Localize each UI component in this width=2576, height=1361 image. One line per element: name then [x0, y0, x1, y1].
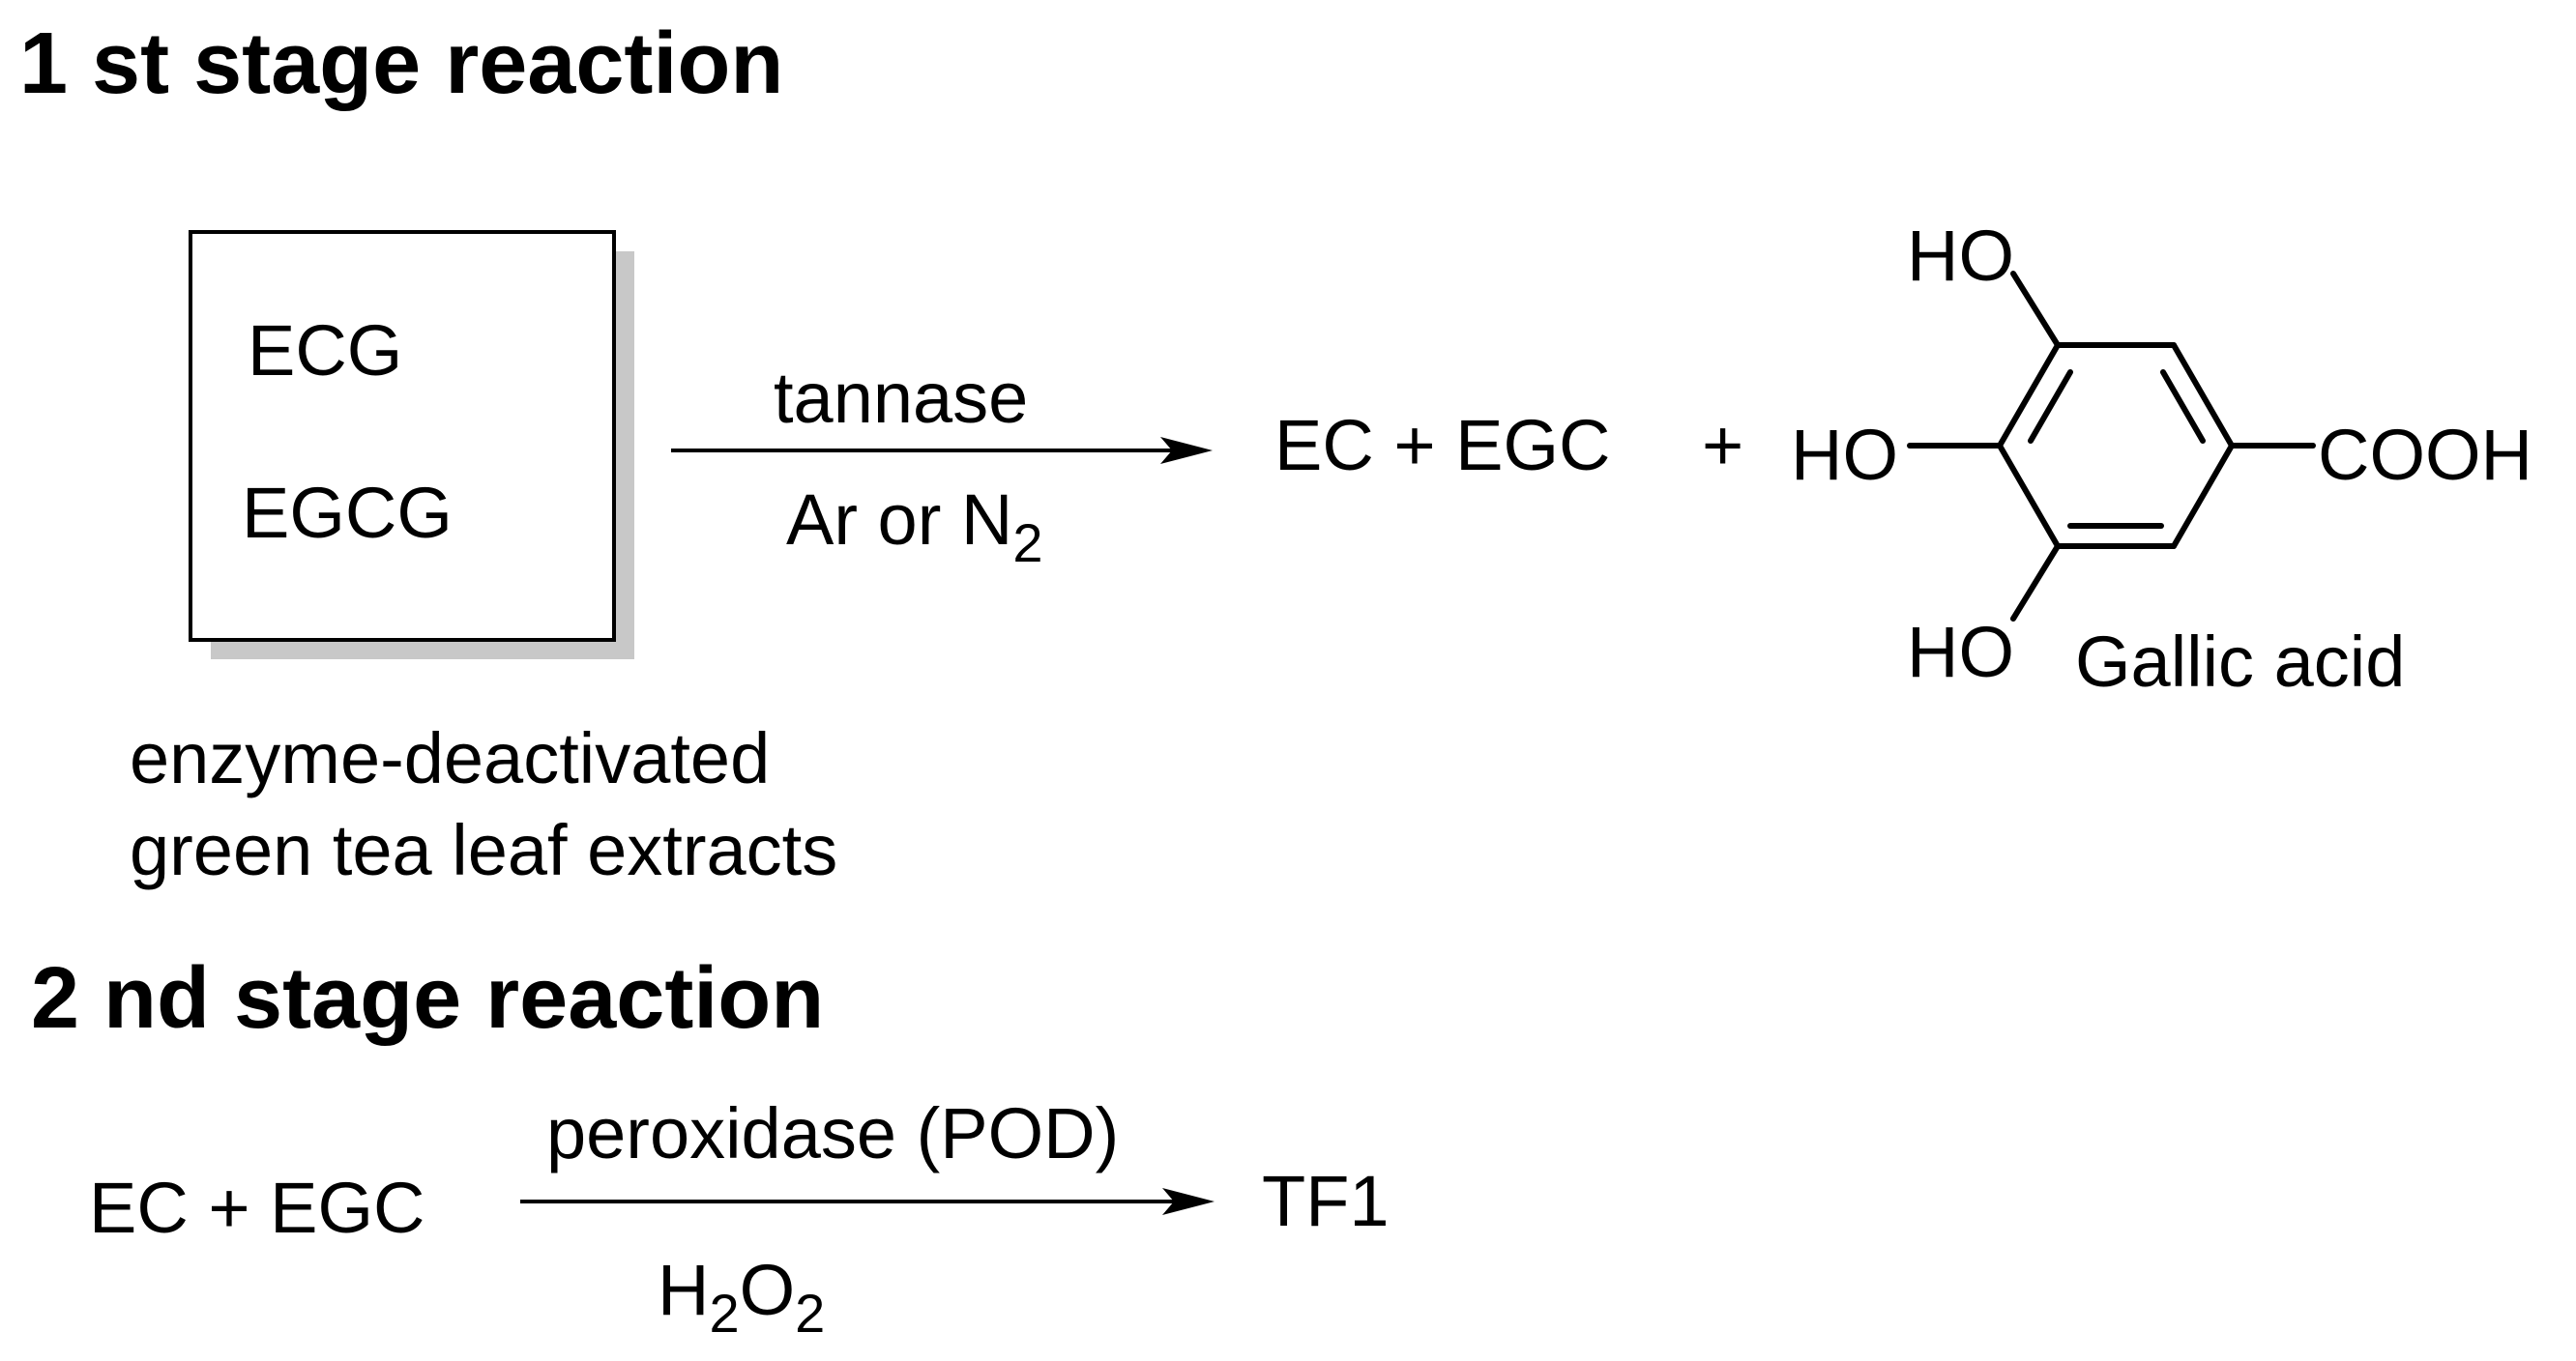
stage1-conditions-subscript: 2	[1012, 512, 1042, 573]
stage1-arrow	[671, 437, 1213, 464]
stage2-reactants: EC + EGC	[89, 1168, 425, 1248]
reactant-ecg: ECG	[248, 310, 402, 391]
stage2-arrowhead	[1162, 1188, 1215, 1215]
stage2-heading: 2 nd stage reaction	[31, 950, 824, 1047]
substituent-cooh: COOH	[2318, 415, 2532, 495]
stage2-product-tf1: TF1	[1262, 1161, 1390, 1241]
benzene-ring	[1997, 342, 2235, 549]
substituent-bottom-ho: HO	[1907, 612, 2014, 692]
h2o2-subscript-1: 2	[709, 1283, 739, 1344]
gallic-acid-structure: HO HO HO COOH Gallic acid	[1791, 216, 2532, 702]
bond-bottom-oh	[2010, 543, 2061, 622]
stage1-arrowhead	[1160, 437, 1213, 464]
h2o2-subscript-2: 2	[795, 1283, 825, 1344]
bond-top-oh	[2010, 271, 2061, 348]
extract-caption-line1: enzyme-deactivated	[130, 718, 770, 798]
extract-caption-line2: green tea leaf extracts	[130, 810, 837, 890]
stage1-reagent-tannase: tannase	[774, 358, 1028, 438]
stage2-reagent-h2o2: H2O2	[658, 1250, 825, 1344]
stage1-products: EC + EGC	[1274, 405, 1611, 485]
stage1-conditions-main: Ar or N	[786, 479, 1012, 560]
reactant-box: ECG EGCG	[189, 230, 634, 659]
substituent-top-ho: HO	[1907, 216, 2014, 296]
reactant-egcg: EGCG	[242, 473, 453, 553]
stage1-heading: 1 st stage reaction	[19, 15, 783, 112]
stage1-plus: +	[1702, 405, 1743, 485]
stage1-reagent-conditions: Ar or N2	[786, 479, 1043, 573]
stage2-reagent-peroxidase: peroxidase (POD)	[546, 1093, 1119, 1173]
stage2-arrow	[520, 1188, 1215, 1215]
reactant-box-frame	[189, 230, 616, 642]
gallic-acid-name: Gallic acid	[2075, 622, 2405, 702]
h2o2-h: H	[658, 1250, 709, 1330]
substituent-left-ho: HO	[1791, 415, 1898, 495]
h2o2-o: O	[740, 1250, 796, 1330]
